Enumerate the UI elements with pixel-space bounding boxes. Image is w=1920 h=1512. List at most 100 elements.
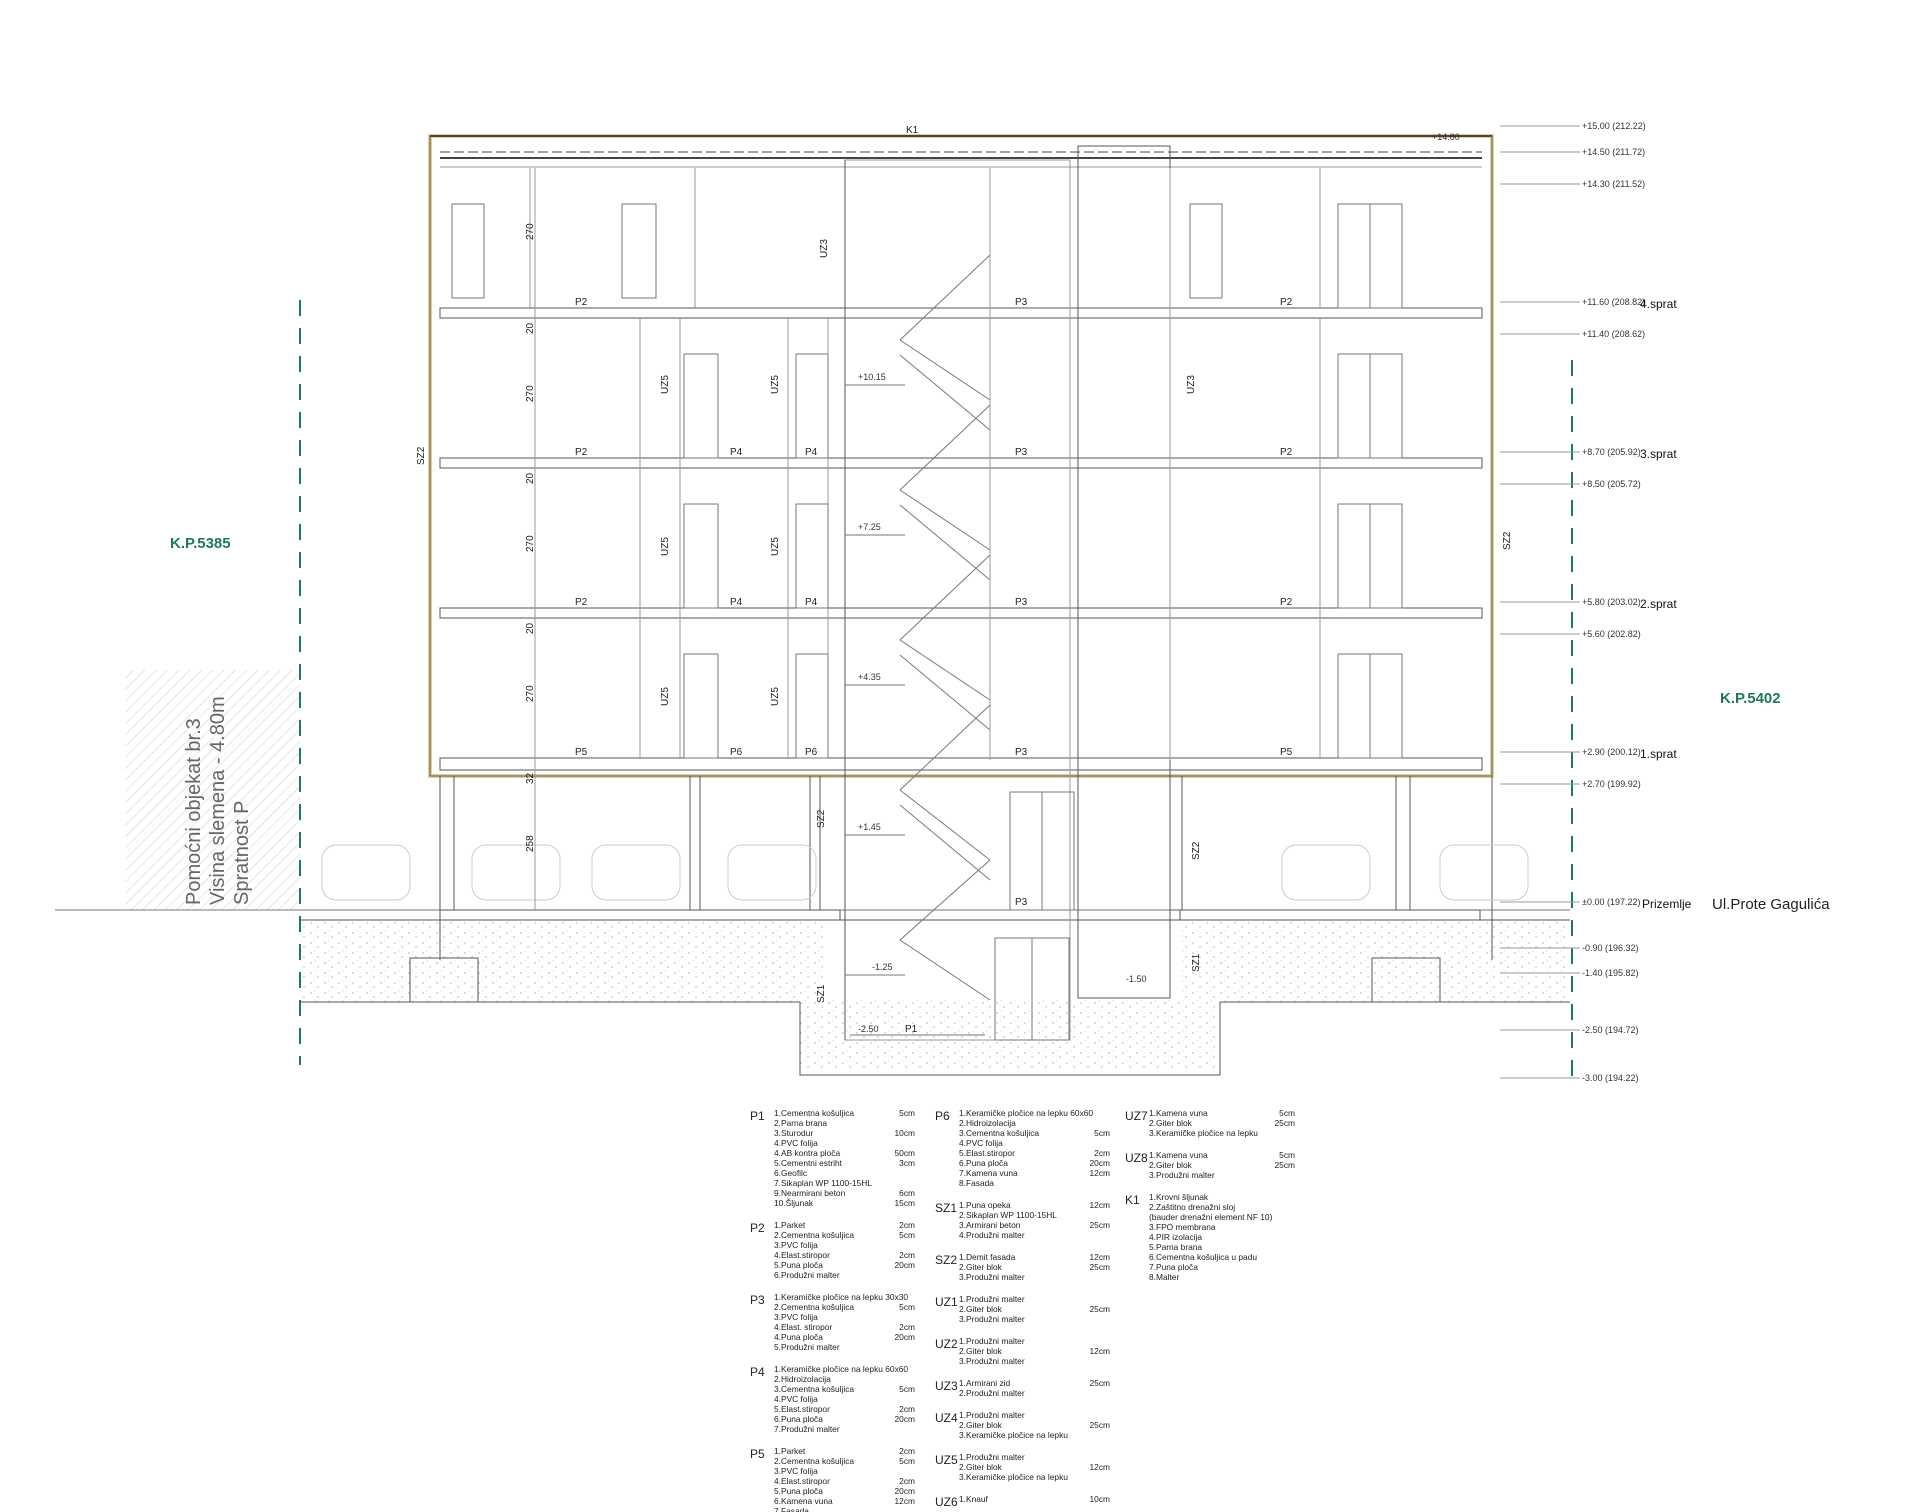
floor-label: P4 <box>730 597 743 608</box>
dim-text: 270 <box>525 685 536 702</box>
legend-item: 3.Cementna košuljica <box>959 1128 1039 1138</box>
wall-label: SZ1 <box>1191 953 1202 972</box>
dim-text: 258 <box>525 835 536 852</box>
legend-value: 2cm <box>899 1220 915 1230</box>
parcel-left: K.P.5385 <box>170 535 231 552</box>
legend-value: 25cm <box>1090 1262 1111 1272</box>
floor-label: P2 <box>1280 597 1293 608</box>
street-name: Ul.Prote Gagulića <box>1712 896 1830 913</box>
legend-item: 3.Produžni malter <box>1149 1170 1215 1180</box>
legend-item: 4.Elast.stiropor <box>774 1250 830 1260</box>
elevator-shaft <box>1077 145 1171 999</box>
legend-value: 2cm <box>899 1322 915 1332</box>
legend-item: 4.Elast.stiropor <box>774 1476 830 1486</box>
floor-label: P4 <box>805 447 818 458</box>
level-text: +5.80 (203.02) <box>1582 597 1641 607</box>
wall-label: UZ5 <box>660 375 671 394</box>
legend-item: 6.Puna ploča <box>959 1158 1008 1168</box>
legend-item: 2.Hidroizolacija <box>959 1118 1016 1128</box>
legend-item: 6.Kamena vuna <box>774 1496 833 1506</box>
level-text: +5.60 (202.82) <box>1582 629 1641 639</box>
wall-label: UZ5 <box>770 375 781 394</box>
floor-label: P6 <box>805 747 818 758</box>
legend-item: 1.Parket <box>774 1446 806 1456</box>
legend-item: 6.Cementna košuljica u padu <box>1149 1252 1257 1262</box>
legend-value: 10cm <box>1090 1494 1111 1504</box>
dim-text: 20 <box>525 322 536 334</box>
legend-item: 2.Giter blok <box>959 1304 1003 1314</box>
floor-label: P3 <box>1015 447 1028 458</box>
legend-item: 9.Nearmirani beton <box>774 1188 846 1198</box>
legend-item: 3.Armirani beton <box>959 1220 1021 1230</box>
level-text: +8.70 (205.92) <box>1582 447 1641 457</box>
legend-item: 3.Produžni malter <box>959 1272 1025 1282</box>
legend-value: 12cm <box>1090 1200 1111 1210</box>
legend-item: 2.Giter blok <box>959 1420 1003 1430</box>
legend-item: 3.Produžni malter <box>959 1356 1025 1366</box>
legend-value: 12cm <box>1090 1462 1111 1472</box>
floor-name: 3.sprat <box>1640 447 1677 461</box>
wall-label: UZ5 <box>660 687 671 706</box>
legend-code: P6 <box>935 1109 950 1123</box>
stair-mark: +4.35 <box>858 672 881 682</box>
stair-mark: +14.80 <box>1432 132 1460 142</box>
legend-item: 1.Produžni malter <box>959 1294 1025 1304</box>
legend-code: UZ3 <box>935 1379 958 1393</box>
wall-label: SZ1 <box>816 984 827 1003</box>
wall-labels: UZ3 UZ3 UZ5 UZ5 UZ5 UZ5 UZ5 UZ5 SZ2 SZ2 … <box>416 239 1513 1003</box>
dim-text: 270 <box>525 385 536 402</box>
legend-value: 6cm <box>899 1188 915 1198</box>
soil-right <box>1180 922 1570 1002</box>
floor-name: Prizemlje <box>1642 897 1692 911</box>
legend-item: 4.PVC folija <box>774 1394 818 1404</box>
windows <box>451 203 1403 1041</box>
legend-value: 20cm <box>895 1486 916 1496</box>
legend-value: 2cm <box>899 1250 915 1260</box>
legend-value: 12cm <box>1090 1252 1111 1262</box>
legend-code: SZ1 <box>935 1201 957 1215</box>
floor-label: P6 <box>730 747 743 758</box>
stair-core <box>844 159 1071 1041</box>
stair-mark: -2.50 <box>858 1024 879 1034</box>
legend-code: P5 <box>750 1447 765 1461</box>
neighbor-hatch <box>125 670 300 910</box>
legend-item: 2.Sikaplan WP 1100-15HL <box>959 1210 1057 1220</box>
floor-label: P2 <box>575 297 588 308</box>
legend-code: UZ8 <box>1125 1151 1148 1165</box>
level-text: -2.50 (194.72) <box>1582 1025 1639 1035</box>
dim-text: 20 <box>525 472 536 484</box>
parcel-right: K.P.5402 <box>1720 690 1781 707</box>
level-text: -1.40 (195.82) <box>1582 968 1639 978</box>
wall-label: UZ3 <box>819 239 830 258</box>
legend-item: 1.Produžni malter <box>959 1336 1025 1346</box>
legend-code: SZ2 <box>935 1253 957 1267</box>
legend-item: 1.Produžni malter <box>959 1410 1025 1420</box>
floor-name: 4.sprat <box>1640 297 1677 311</box>
legend-value: 2cm <box>899 1476 915 1486</box>
legend-item: 1.Parket <box>774 1220 806 1230</box>
floor-label: P2 <box>575 597 588 608</box>
legend-item: 5.Elast.stiropor <box>959 1148 1015 1158</box>
level-text: +11.40 (208.62) <box>1582 329 1645 339</box>
legend-item: 6.Produžni malter <box>774 1270 840 1280</box>
legend-value: 2cm <box>1094 1148 1110 1158</box>
floor-label: P4 <box>730 447 743 458</box>
floor-name: 2.sprat <box>1640 597 1677 611</box>
legend-code: UZ7 <box>1125 1109 1148 1123</box>
legend-item: 1.Cementna košuljica <box>774 1108 854 1118</box>
neighbor-line: Spratnost P <box>231 800 253 905</box>
legend-value: 25cm <box>1090 1378 1111 1388</box>
legend-item: 1.Demit fasada <box>959 1252 1016 1262</box>
legend-value: 5cm <box>899 1384 915 1394</box>
legend-item: 1.Keramičke pločice na lepku 60x60 <box>959 1108 1093 1118</box>
legend-item: 1.Armirani zid <box>959 1378 1011 1388</box>
legend-item: 8.Fasada <box>959 1178 994 1188</box>
stair-flights <box>845 254 991 1036</box>
stair-mark: +1.45 <box>858 822 881 832</box>
legend-item: 4.PIR izolacija <box>1149 1232 1202 1242</box>
legend-item: 3.PVC folija <box>774 1240 818 1250</box>
floor-label: P3 <box>1015 297 1028 308</box>
legend-item: 1.Keramičke pločice na lepku 60x60 <box>774 1364 908 1374</box>
level-text: +14.30 (211.52) <box>1582 179 1645 189</box>
